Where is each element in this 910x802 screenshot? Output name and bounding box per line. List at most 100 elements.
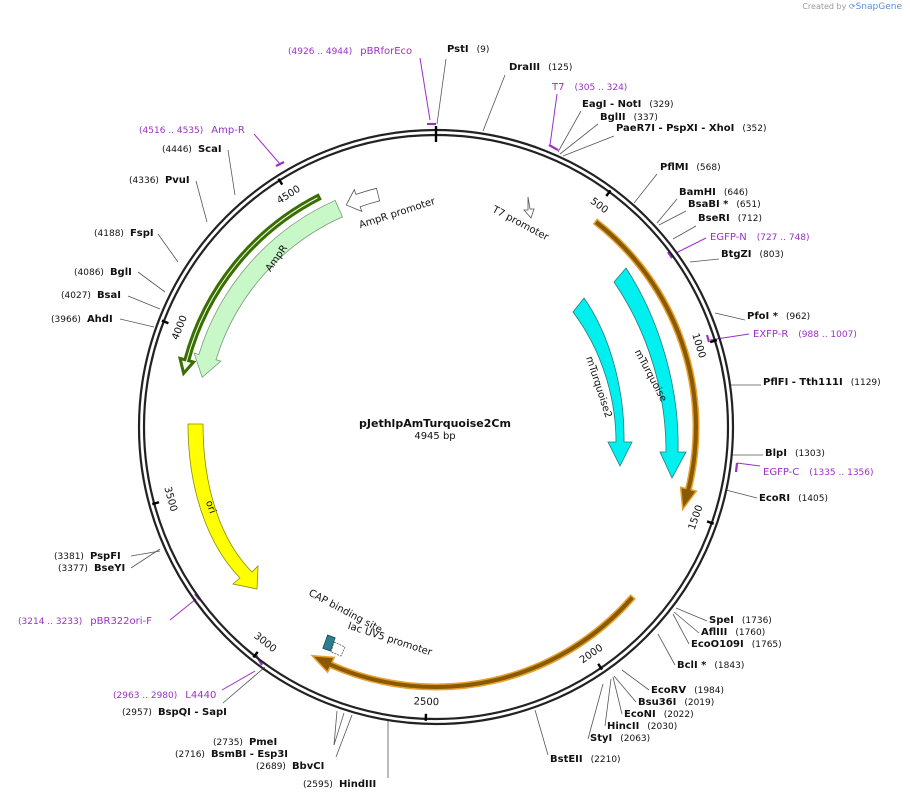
enzyme-leader-line [119,318,155,328]
enzyme-name: HincII [607,721,639,732]
tick-mark [277,178,284,186]
enzyme-position: (712) [738,214,762,224]
primer-binding-mark [705,334,711,343]
tick-mark [252,651,259,659]
enzyme-site-label: (4086)BglI [74,267,132,278]
tick-label: 4000 [170,314,189,342]
enzyme-position: (2210) [591,755,621,765]
enzyme-position: (4336) [129,176,159,186]
primer-name: Amp-R [211,125,245,136]
primer-binding-mark [548,144,559,151]
primer-leader-line [419,57,431,121]
primer-label: (4926 .. 4944)pBRforEco [288,46,412,57]
enzyme-site-label: BstEII(2210) [550,754,621,765]
ampr-orf-track [177,193,322,377]
enzyme-leader-line [130,550,161,557]
enzyme-name: StyI [590,733,612,744]
tick-mark [709,338,718,344]
enzyme-name: EagI - NotI [582,99,641,110]
enzyme-leader-line [656,198,678,224]
tick-label: 3000 [251,631,278,655]
enzyme-leader-line [633,173,658,204]
enzyme-leader-line [612,676,623,715]
enzyme-name: DraIII [509,62,540,73]
ampr-promoter-arrow [345,187,381,213]
enzyme-site-label: Bsu36I(2019) [638,697,714,708]
enzyme-site-label: PflMI(568) [660,162,721,173]
enzyme-position: (3377) [58,564,88,574]
tick-label: 1000 [689,332,707,360]
enzyme-site-label: (2735)PmeI [213,737,277,748]
enzyme-position: (2716) [175,750,205,760]
primer-name: T7 [551,82,564,93]
primer-name: EGFP-C [763,467,799,478]
tick-label: 1500 [687,504,706,532]
snapgene-logo-icon: ⟳ [848,2,856,11]
enzyme-leader-line [613,675,637,703]
enzyme-site-label: EcoO109I (1765) [691,639,782,650]
primer-leader-line [221,670,256,691]
enzyme-site-label: SpeI(1736) [709,615,772,626]
enzyme-position: (1984) [694,686,724,696]
primer-name: EXFP-R [753,329,788,340]
leader-lines [119,57,763,778]
enzyme-leader-line [562,135,615,157]
enzyme-site-label: (3381) PspFI [54,551,121,562]
enzyme-leader-line [137,271,166,293]
primer-binding-mark [734,462,739,473]
enzyme-site-label: BclI *(1843) [677,660,744,671]
tick-mark [605,189,612,197]
enzyme-site-label: PflFI - Tth111I(1129) [763,377,881,388]
enzyme-position: (9) [477,45,490,55]
enzyme-name: EcoO109I [691,639,744,650]
tick-label: 3500 [161,485,178,512]
enzyme-position: (3966) [51,315,81,325]
enzyme-site-label: (2716)BsmBI - Esp3I [175,749,288,760]
enzyme-position: (4188) [94,229,124,239]
tick-mark [706,520,715,525]
enzyme-site-label: BsaBI * (651) [688,199,761,210]
enzyme-leader-line [657,633,676,666]
enzyme-site-label: EcoNI(2022) [624,709,694,720]
tick-mark [597,663,604,671]
enzyme-name: BclI * [677,660,707,671]
enzyme-position: (803) [760,250,784,260]
tick-label: 500 [588,196,610,216]
enzyme-site-label: AflIII(1760) [701,627,765,638]
enzyme-position: (1405) [798,494,828,504]
enzyme-name: PvuI [165,175,190,186]
tick-mark [161,319,169,325]
primer-label: (2963 .. 2980)L4440 [113,690,216,701]
enzyme-position: (651) [736,200,760,210]
enzyme-leader-line [675,607,708,622]
lac-uv5-promoter-arrow [330,641,346,657]
primer-name: EGFP-N [710,232,747,243]
enzyme-position: (4027) [61,291,91,301]
primer-label: EGFP-C (1335 .. 1356) [763,467,874,478]
primer-position: (727 .. 748) [757,233,810,243]
enzyme-position: (1736) [742,616,772,626]
enzyme-name: BspQI - SapI [158,707,227,718]
enzyme-site-label: EcoRI(1405) [759,493,828,504]
enzyme-position: (1765) [752,640,782,650]
primer-leader-line [736,462,761,467]
feature-label: ori [203,499,218,515]
enzyme-site-label: BglII(337) [600,112,658,123]
enzyme-name: BglII [600,112,626,123]
enzyme-position: (646) [724,188,748,198]
primer-label: EXFP-R(988 .. 1007) [753,329,857,340]
primer-position: (4516 .. 4535) [139,126,203,136]
enzyme-leader-line [557,110,582,153]
enzyme-site-label: BseRI(712) [698,213,762,224]
enzyme-site-label: (3966)AhdI [51,314,113,325]
enzyme-position: (3381) [54,552,84,562]
enzyme-name: BsaBI * [688,199,729,210]
primer-label: (3214 .. 3233)pBR322ori-F [18,616,152,627]
enzyme-name: PspFI [90,551,121,562]
primer-position: (1335 .. 1356) [809,468,873,478]
enzyme-position: (2595) [303,780,333,790]
snapgene-credit: Created by ⟳SnapGene [802,2,902,12]
enzyme-position: (1303) [795,449,825,459]
enzyme-name: Bsu36I [638,697,676,708]
cap-binding-site [322,634,336,652]
